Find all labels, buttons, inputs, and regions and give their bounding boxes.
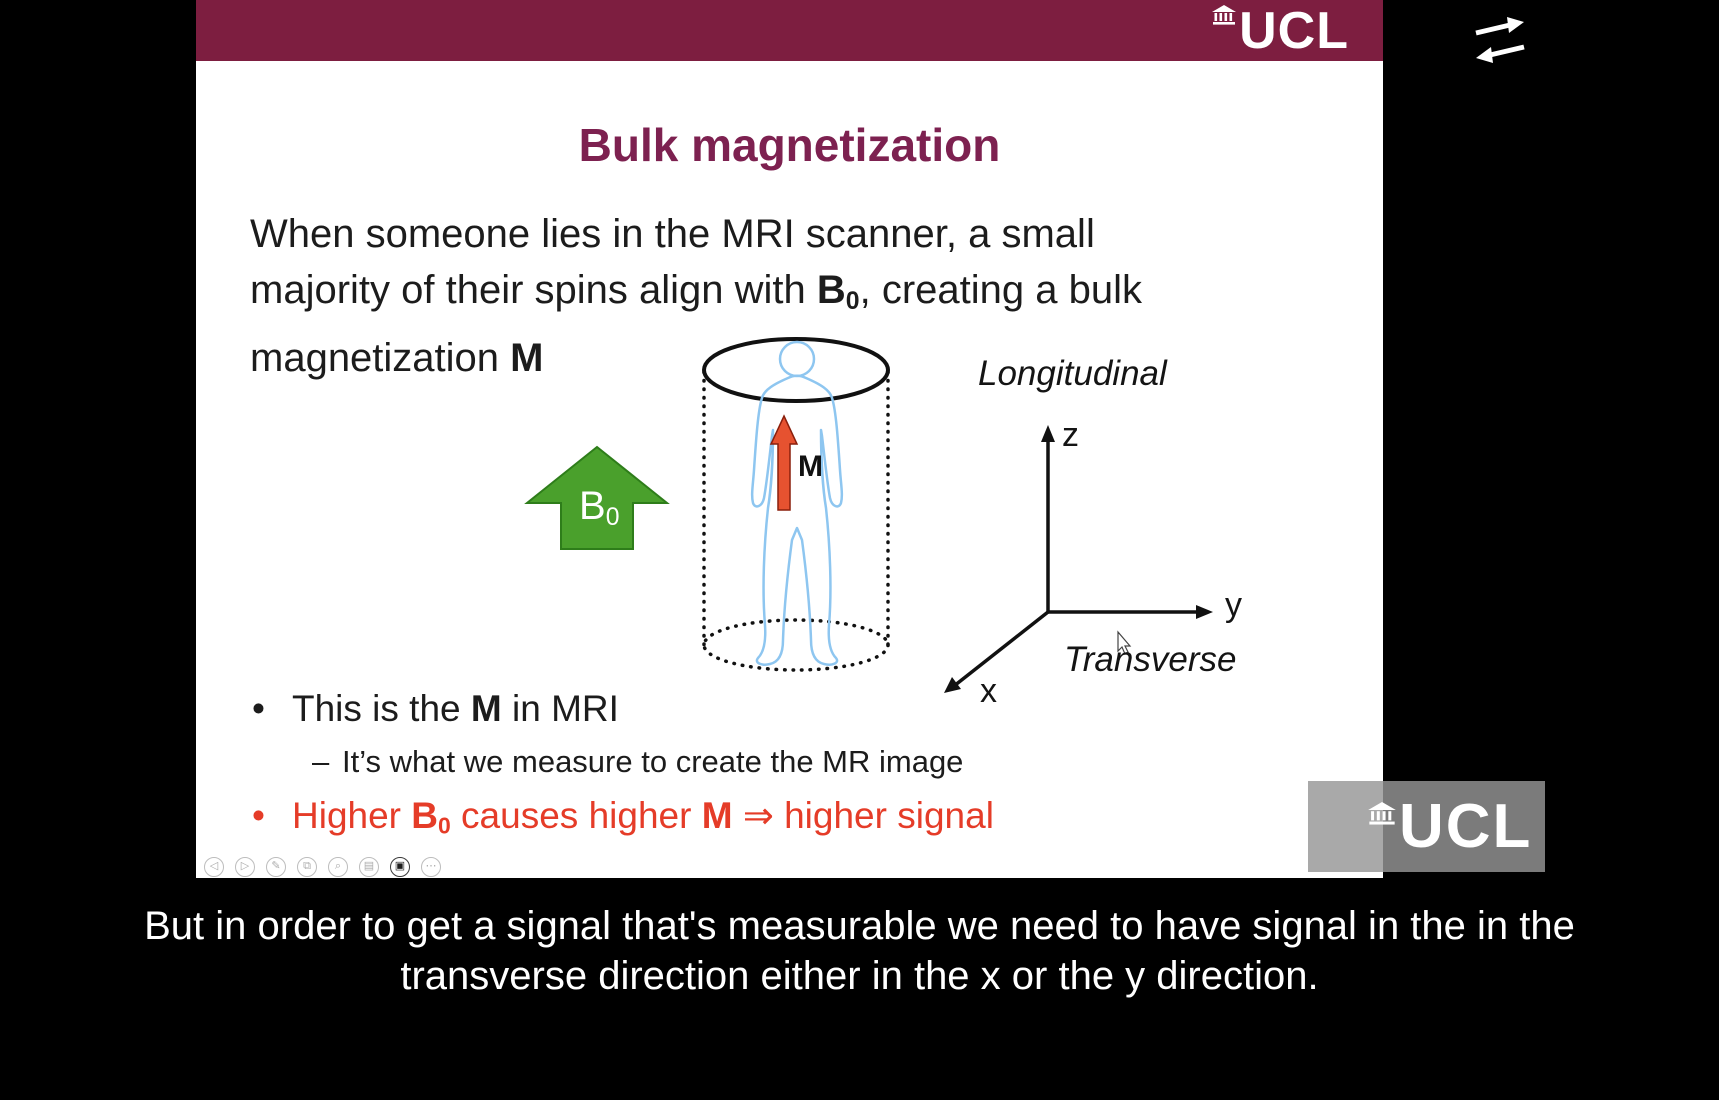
bullet-glyph: • — [252, 688, 265, 729]
m-arrow-label: M — [798, 450, 823, 483]
dash-glyph: – — [312, 744, 330, 779]
ucl-logo: UCL — [1212, 4, 1349, 58]
presentation-slide: UCL Bulk magnetization When someone lies… — [196, 0, 1383, 878]
slide-navigator-button[interactable]: ⧉ — [297, 857, 317, 877]
bullet-this-is-m: •This is the M in MRI — [252, 688, 619, 729]
notes-button[interactable]: ▤ — [359, 857, 379, 877]
ucl-logo-text: UCL — [1239, 2, 1349, 60]
watermark-logo-text: UCL — [1399, 791, 1533, 861]
mri-diagram — [524, 337, 1213, 693]
bullet-higher-b0: •Higher B0 causes higher M ⇒ higher sign… — [252, 795, 994, 839]
camera-button[interactable]: ▣ — [390, 857, 410, 877]
scanner-bore-bottom — [702, 618, 890, 672]
patient-head — [778, 340, 816, 378]
z-axis-arrowhead — [1041, 425, 1055, 442]
x-axis-label: x — [980, 672, 997, 710]
patient-outline — [750, 374, 844, 666]
ucl-portico-icon — [1212, 5, 1237, 25]
bullet-glyph: • — [252, 795, 265, 836]
y-axis-label: y — [1225, 586, 1242, 624]
intro-line-3: magnetization M — [250, 336, 544, 381]
slide-title: Bulk magnetization — [578, 119, 1001, 171]
more-options-button[interactable]: ⋯ — [421, 857, 441, 877]
swap-arrows-icon[interactable] — [1466, 14, 1534, 66]
z-axis-label: z — [1062, 416, 1079, 454]
longitudinal-label: Longitudinal — [978, 354, 1167, 393]
subtitle-line-1: But in order to get a signal that's meas… — [144, 904, 1575, 948]
pen-tool-button[interactable]: ✎ — [266, 857, 286, 877]
ucl-portico-icon — [1368, 802, 1396, 825]
subtitle-line-2: transverse direction either in the x or … — [400, 954, 1319, 998]
previous-slide-button[interactable]: ◁ — [204, 857, 224, 877]
b0-arrow — [524, 445, 670, 550]
sub-bullet-measure: –It’s what we measure to create the MR i… — [312, 744, 964, 779]
subtitle-captions: But in order to get a signal that's meas… — [0, 901, 1719, 1001]
b0-arrow-label: B0 — [579, 484, 620, 532]
scanner-bore-top — [702, 337, 890, 403]
x-axis — [952, 610, 1050, 688]
x-axis-arrowhead — [944, 677, 961, 693]
zoom-tool-button[interactable]: ⌕ — [328, 857, 348, 877]
intro-line-2: majority of their spins align with B0, c… — [250, 268, 1142, 316]
intro-line-1: When someone lies in the MRI scanner, a … — [250, 212, 1095, 256]
mouse-cursor — [1117, 630, 1132, 655]
next-slide-button[interactable]: ▷ — [235, 857, 255, 877]
y-axis-arrowhead — [1196, 605, 1213, 619]
intro-paragraph: When someone lies in the MRI scanner, a … — [250, 206, 1330, 386]
presenter-toolbar: ◁ ▷ ✎ ⧉ ⌕ ▤ ▣ ⋯ — [204, 857, 441, 877]
magnetization-arrow — [769, 414, 799, 511]
ucl-watermark: UCL — [1308, 781, 1545, 872]
slide-header-bar: UCL — [196, 0, 1383, 61]
transverse-label: Transverse — [1064, 640, 1237, 679]
